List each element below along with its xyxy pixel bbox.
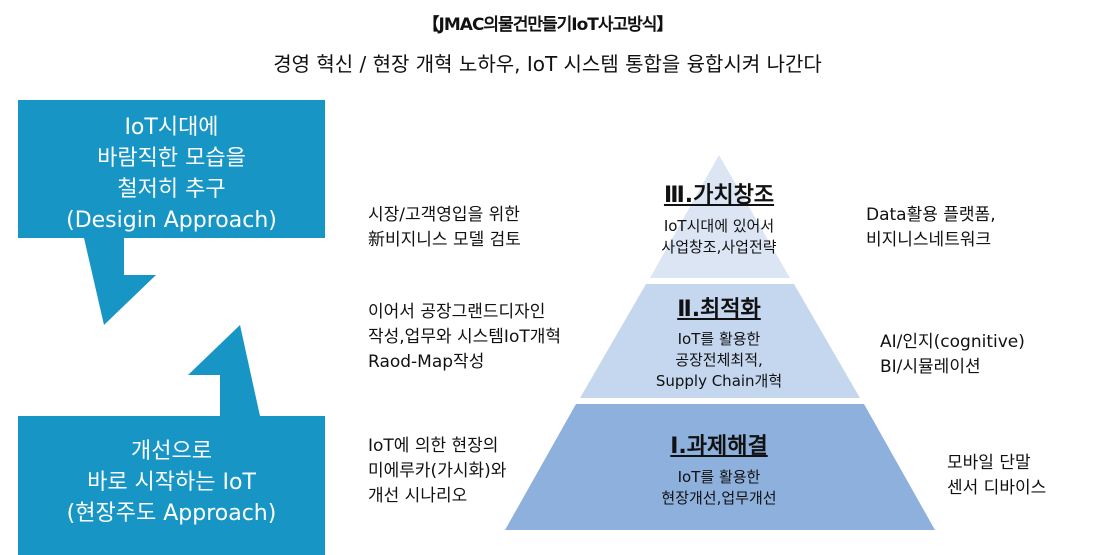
left-note-problem-solving: IoT에 의한 현장의 미에루카(가시화)와 개선 시나리오 (368, 434, 506, 509)
level-3-title: Ⅲ.가치창조 (663, 183, 775, 208)
right-note-3-line-1: Data활용 플랫폼, (866, 205, 996, 225)
level-2-title: Ⅱ.최적화 (677, 297, 761, 322)
level-2-desc-line-1: IoT를 활용한 (677, 330, 761, 348)
level-2-desc: IoT를 활용한 공장전체최적, Supply Chain개혁 (619, 329, 819, 392)
diagram-title: 【JMAC의물건만들기IoT사고방식】 (422, 15, 674, 35)
left-note-value-creation: 시장/고객영입을 위한 新비지니스 모델 검토 (368, 203, 521, 253)
level-1-desc-line-1: IoT를 활용한 (677, 468, 761, 486)
down-arrow (84, 238, 156, 325)
level-3-desc-line-1: IoT시대에 있어서 (663, 217, 775, 235)
left-note-2-line-1: 이어서 공장그랜드디자인 (368, 302, 546, 322)
left-note-1-line-2: 미에루카(가시화)와 (368, 461, 507, 481)
left-note-2-line-3: Raod-Map작성 (368, 352, 485, 372)
diagram-subtitle: 경영 혁신 / 현장 개혁 노하우, IoT 시스템 통합을 융합시켜 나간다 (273, 52, 822, 76)
pyramid-tier-optimization (580, 284, 860, 398)
right-note-value-creation: Data활용 플랫폼, 비지니스네트워크 (866, 203, 996, 253)
level-2-desc-line-2: 공장전체최적, (675, 351, 763, 369)
field-approach-box: 개선으로 바로 시작하는 IoT (현장주도 Approach) (18, 416, 325, 555)
right-note-1-line-2: 센서 디바이스 (947, 478, 1047, 498)
design-line-4: (Desigin Approach) (66, 208, 277, 233)
pyramid-tier-problem-solving (505, 404, 935, 530)
design-line-3: 철저히 추구 (117, 177, 226, 202)
design-approach-box: IoT시대에 바람직한 모습을 철저히 추구 (Desigin Approach… (18, 100, 325, 238)
right-note-3-line-2: 비지니스네트워크 (866, 230, 992, 250)
level-3-desc: IoT시대에 있어서 사업창조,사업전략 (619, 216, 819, 258)
left-note-1-line-3: 개선 시나리오 (368, 486, 468, 506)
level-1-title: Ⅰ.과제해결 (670, 434, 768, 459)
left-note-1-line-1: IoT에 의한 현장의 (368, 436, 499, 456)
left-note-optimization: 이어서 공장그랜드디자인 작성,업무와 시스템IoT개혁 Raod-Map작성 (368, 300, 561, 375)
left-note-2-line-2: 작성,업무와 시스템IoT개혁 (368, 327, 562, 347)
right-note-2-line-2: BI/시뮬레이션 (880, 357, 981, 377)
field-line-2: 바로 시작하는 IoT (87, 470, 256, 495)
design-line-1: IoT시대에 (124, 115, 219, 140)
level-2-desc-line-3: Supply Chain개혁 (655, 372, 783, 390)
left-note-3-line-1: 시장/고객영입을 위한 (368, 205, 520, 225)
design-line-2: 바람직한 모습을 (97, 146, 246, 171)
pyramid-tier-value-creation (650, 155, 790, 278)
level-1-desc-line-2: 현장개선,업무개선 (661, 489, 777, 507)
level-3-desc-line-2: 사업창조,사업전략 (661, 238, 777, 256)
level-1-desc: IoT를 활용한 현장개선,업무개선 (619, 467, 819, 509)
right-note-1-line-1: 모바일 단말 (947, 453, 1031, 473)
field-line-1: 개선으로 (131, 439, 212, 464)
right-note-problem-solving: 모바일 단말 센서 디바이스 (947, 451, 1046, 501)
field-line-3: (현장주도 Approach) (66, 501, 277, 526)
right-note-optimization: AI/인지(cognitive) BI/시뮬레이션 (880, 330, 1025, 380)
up-arrow (188, 325, 260, 416)
right-note-2-line-1: AI/인지(cognitive) (880, 332, 1025, 352)
flow-arrows (84, 238, 260, 416)
left-note-3-line-2: 新비지니스 모델 검토 (368, 230, 521, 250)
